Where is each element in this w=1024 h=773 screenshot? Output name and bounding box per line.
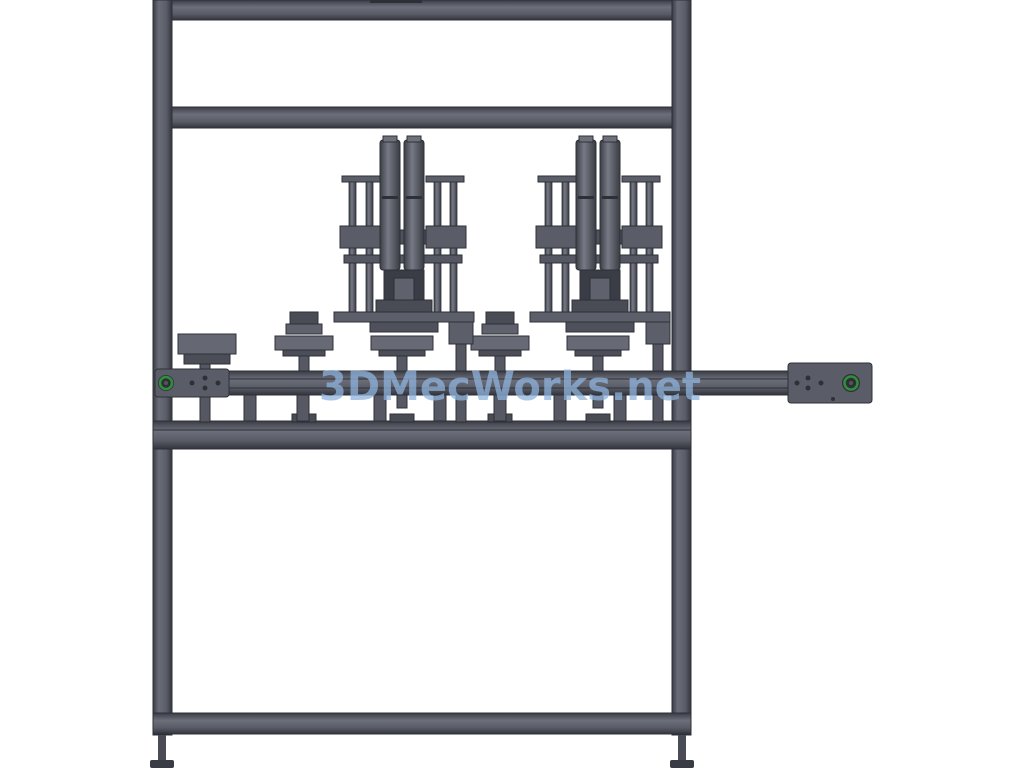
outer-frame: [150, 0, 694, 768]
conveyor-rail: [154, 370, 871, 396]
conveyor-support: [553, 394, 567, 422]
top-block: [370, 0, 422, 3]
bottom-rail: [152, 712, 692, 735]
left-post: [152, 0, 173, 736]
capping-head-group: [333, 135, 671, 333]
capping-head-1: [333, 135, 475, 333]
conveyor-support: [296, 394, 310, 422]
left-bearing-icon: [158, 375, 174, 391]
conveyor: [154, 362, 873, 404]
left-foot: [150, 735, 174, 768]
capping-head-2: [529, 135, 671, 333]
conveyor-support-group: [243, 394, 627, 422]
conveyor-support: [493, 394, 507, 422]
right-foot: [670, 735, 694, 768]
conveyor-support: [373, 394, 387, 422]
upper-crossbar: [152, 106, 692, 129]
conveyor-support: [433, 394, 447, 422]
right-bearing-icon: [842, 374, 860, 392]
watermark-text: 3DMecWorks.net: [319, 364, 701, 410]
conveyor-support: [613, 394, 627, 422]
conveyor-right-end: [787, 362, 873, 404]
conveyor-support: [243, 394, 257, 422]
table-rail: [152, 420, 692, 450]
